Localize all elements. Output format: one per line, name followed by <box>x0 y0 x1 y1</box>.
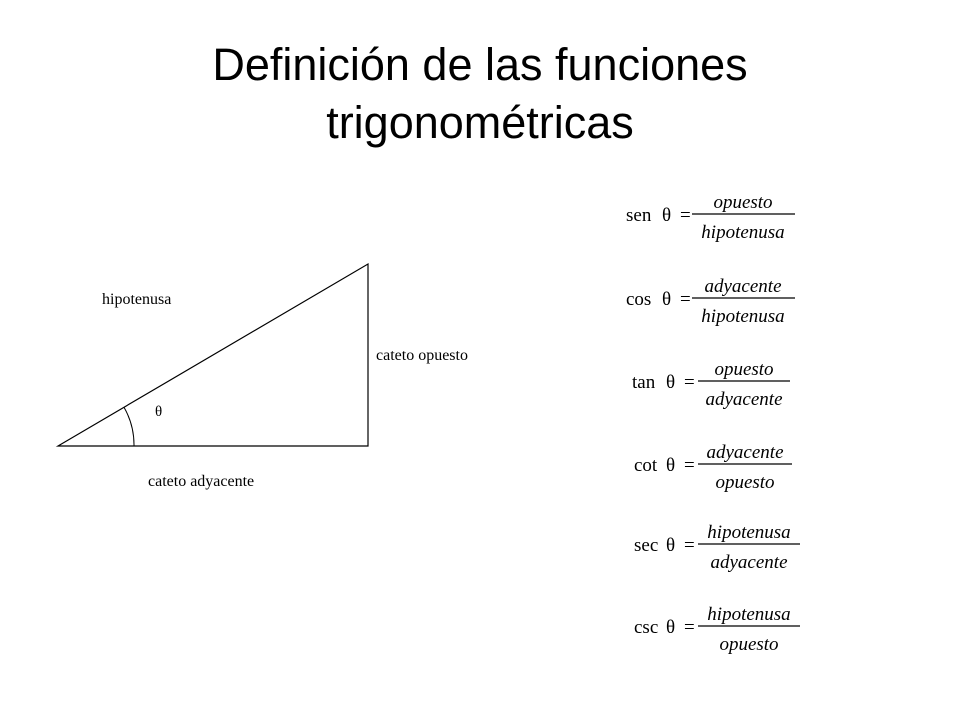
equals-sign: = <box>684 372 695 393</box>
denominator: hipotenusa <box>701 306 784 327</box>
title-line-2: trigonométricas <box>326 97 634 148</box>
equals-sign: = <box>680 205 691 226</box>
formula-sen: sen θ = opuesto hipotenusa <box>626 192 795 243</box>
page-title: Definición de las funciones trigonométri… <box>0 36 960 152</box>
denominator: hipotenusa <box>701 222 784 243</box>
equals-sign: = <box>684 535 695 556</box>
denominator: adyacente <box>705 389 782 410</box>
theta-symbol: θ <box>662 205 671 226</box>
opposite-side-label: cateto opuesto <box>376 347 468 364</box>
adjacent-side-label: cateto adyacente <box>148 473 254 490</box>
denominator: adyacente <box>710 552 787 573</box>
theta-symbol: θ <box>666 535 675 556</box>
formula-cos: cos θ = adyacente hipotenusa <box>626 276 795 327</box>
numerator: adyacente <box>704 276 781 297</box>
angle-arc <box>123 406 135 447</box>
denominator: opuesto <box>715 472 774 493</box>
equals-sign: = <box>684 617 695 638</box>
title-line-1: Definición de las funciones <box>212 39 748 90</box>
function-name: tan <box>632 372 656 393</box>
angle-theta-label: θ <box>155 404 162 420</box>
theta-symbol: θ <box>666 372 675 393</box>
theta-symbol: θ <box>662 289 671 310</box>
triangle-shape <box>55 262 369 447</box>
formula-cot: cot θ = adyacente opuesto <box>634 442 792 493</box>
numerator: opuesto <box>714 359 773 380</box>
theta-symbol: θ <box>666 617 675 638</box>
denominator: opuesto <box>719 634 778 655</box>
formula-csc: csc θ = hipotenusa opuesto <box>634 604 800 655</box>
function-name: csc <box>634 617 658 638</box>
theta-symbol: θ <box>666 455 675 476</box>
numerator: hipotenusa <box>707 522 790 543</box>
formula-sec: sec θ = hipotenusa adyacente <box>634 522 800 573</box>
function-name: cot <box>634 455 658 476</box>
equals-sign: = <box>680 289 691 310</box>
function-name: cos <box>626 289 651 310</box>
numerator: hipotenusa <box>707 604 790 625</box>
function-name: sec <box>634 535 658 556</box>
numerator: adyacente <box>706 442 783 463</box>
numerator: opuesto <box>713 192 772 213</box>
equals-sign: = <box>684 455 695 476</box>
function-name: sen <box>626 205 652 226</box>
hypotenuse-label: hipotenusa <box>102 291 171 308</box>
formula-tan: tan θ = opuesto adyacente <box>632 359 790 410</box>
